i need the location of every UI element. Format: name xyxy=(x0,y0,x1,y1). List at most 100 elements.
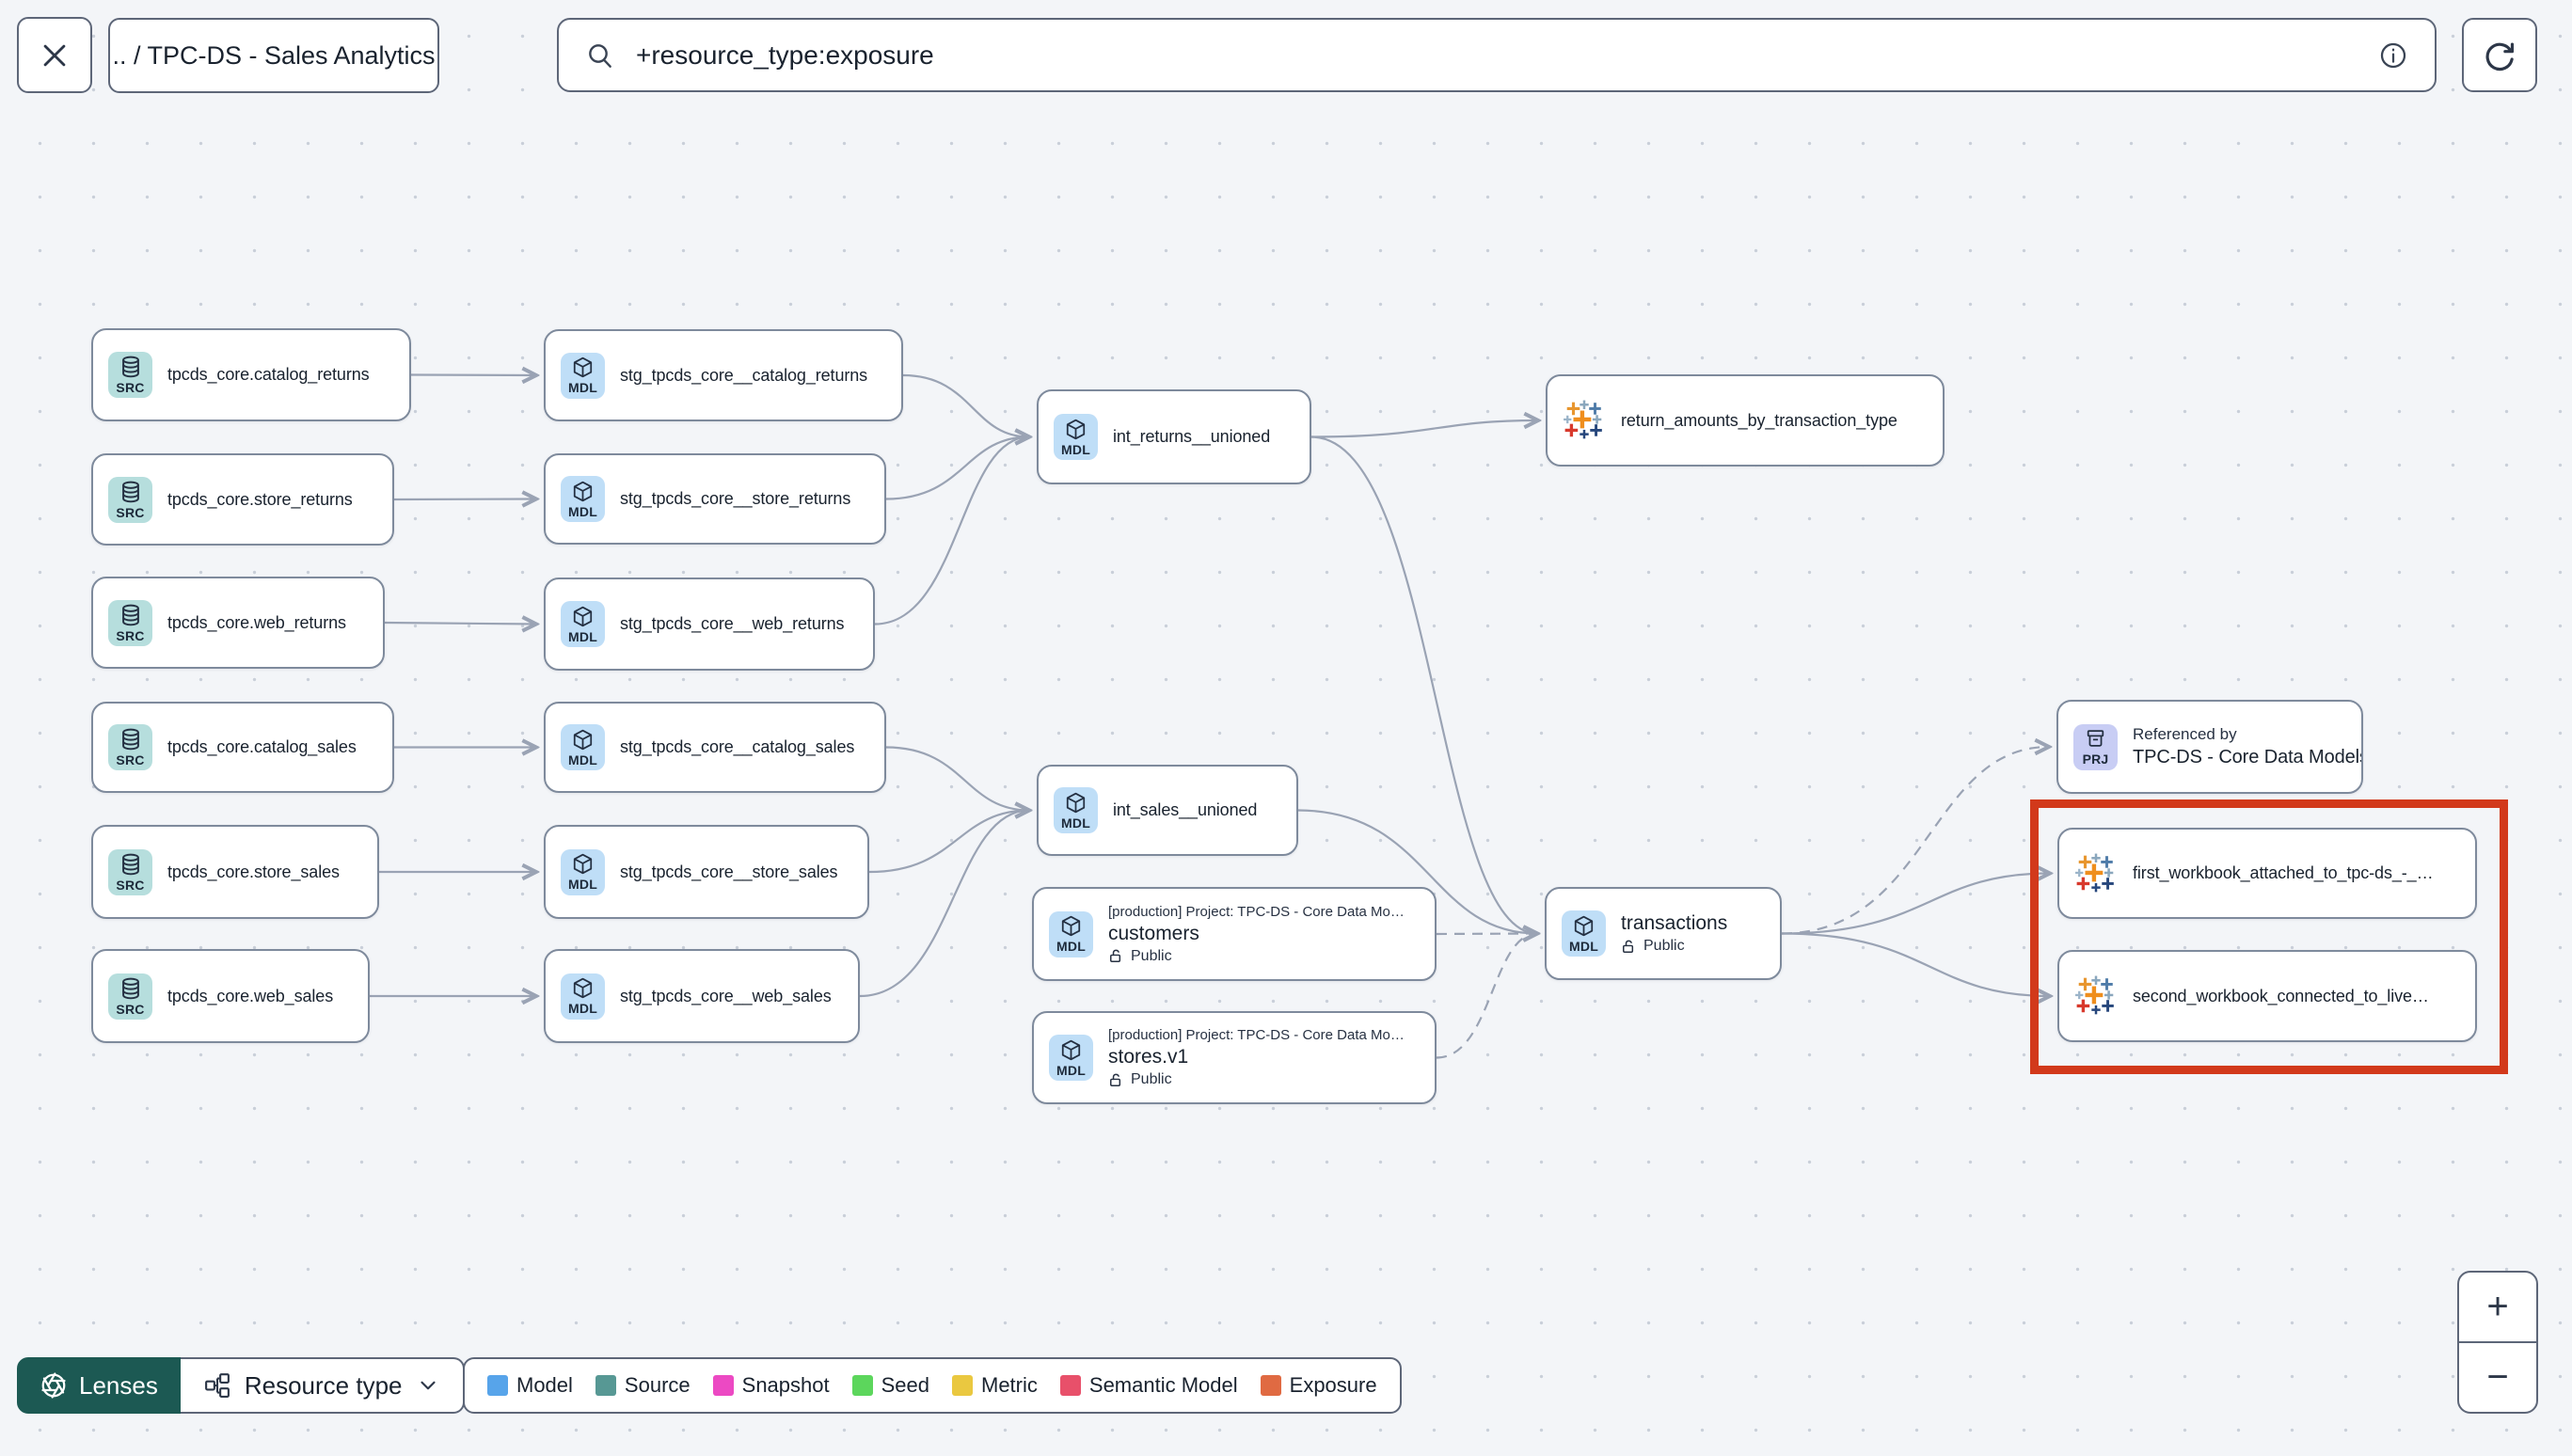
legend-item-metric: Metric xyxy=(952,1373,1038,1398)
source-badge-icon: SRC xyxy=(108,476,152,523)
edge-int_sales-to-transactions xyxy=(1297,809,1537,934)
legend-swatch xyxy=(1059,1375,1081,1396)
node-project-line: [production] Project: TPC-DS - Core Data… xyxy=(1108,903,1405,920)
model-badge-icon: MDL xyxy=(561,848,605,895)
database-icon xyxy=(121,977,139,999)
node-label: stores.v1 xyxy=(1108,1046,1189,1068)
info-icon[interactable] xyxy=(2378,40,2408,71)
resource-type-icon xyxy=(204,1373,230,1398)
close-icon xyxy=(43,44,66,66)
legend-item-snapshot: Snapshot xyxy=(712,1373,830,1398)
model-cube-icon xyxy=(573,606,593,626)
lenses-button[interactable]: Lenses xyxy=(17,1357,181,1414)
model-cube-icon xyxy=(1066,419,1086,439)
node-label: int_returns__unioned xyxy=(1113,427,1271,446)
node-label: tpcds_core.catalog_returns xyxy=(167,365,370,384)
model-cube-icon xyxy=(1574,915,1594,936)
edge-stg_web_returns-to-int_returns xyxy=(874,437,1029,625)
model-badge-icon: MDL xyxy=(1049,1035,1093,1081)
model-badge-icon: MDL xyxy=(1562,910,1606,957)
model-badge-icon: MDL xyxy=(561,601,605,647)
edge-src_catalog_returns-to-stg_catalog_returns xyxy=(410,375,536,376)
node-stg-catalog-sales[interactable]: MDL stg_tpcds_core__catalog_sales xyxy=(544,702,886,793)
model-badge-icon: MDL xyxy=(561,973,605,1020)
public-lock-icon xyxy=(1623,940,1634,953)
chevron-down-icon xyxy=(420,1381,436,1390)
node-src-web-sales[interactable]: SRC tpcds_core.web_sales xyxy=(91,949,370,1043)
search-bar[interactable] xyxy=(557,18,2437,92)
node-stg-web-returns[interactable]: MDL stg_tpcds_core__web_returns xyxy=(544,578,875,671)
node-transactions[interactable]: MDL transactions Public xyxy=(1545,887,1782,980)
legend-item-model: Model xyxy=(487,1373,573,1398)
legend-item-seed: Seed xyxy=(851,1373,929,1398)
search-icon xyxy=(589,43,611,68)
zoom-out-button[interactable]: − xyxy=(2486,1356,2509,1398)
close-button[interactable] xyxy=(17,17,92,93)
node-exp-second[interactable]: second_workbook_connected_to_live… xyxy=(2057,950,2477,1042)
edge-transactions-to-exp_second xyxy=(1781,932,2050,997)
legend-swatch xyxy=(487,1375,508,1396)
legend-swatch xyxy=(851,1375,873,1396)
lenses-label: Lenses xyxy=(79,1370,158,1400)
model-badge-icon: MDL xyxy=(1054,414,1098,460)
node-referenced-by: Referenced by xyxy=(2133,725,2237,743)
node-exp-first[interactable]: first_workbook_attached_to_tpc-ds_-_… xyxy=(2057,828,2477,919)
node-stores[interactable]: MDL [production] Project: TPC-DS - Core … xyxy=(1032,1011,1437,1104)
node-visibility: Public xyxy=(1108,1071,1405,1088)
edge-stg_store_returns-to-int_returns xyxy=(885,437,1029,500)
node-src-store-returns[interactable]: SRC tpcds_core.store_returns xyxy=(91,453,394,546)
edge-src_store_returns-to-stg_store_returns xyxy=(393,499,536,500)
zoom-in-button[interactable]: + xyxy=(2459,1273,2536,1343)
public-lock-icon xyxy=(1110,949,1121,962)
refresh-button[interactable] xyxy=(2462,18,2537,92)
database-icon xyxy=(121,481,139,502)
node-label: stg_tpcds_core__catalog_sales xyxy=(620,737,855,756)
model-cube-icon xyxy=(573,977,593,999)
edge-transactions-to-exp_first xyxy=(1781,874,2050,935)
resource-type-dropdown[interactable]: Resource type xyxy=(180,1357,465,1414)
refresh-icon xyxy=(2485,42,2515,71)
node-stg-store-sales[interactable]: MDL stg_tpcds_core__store_sales xyxy=(544,825,869,919)
node-label: tpcds_core.web_sales xyxy=(167,986,334,1005)
node-label: tpcds_core.store_returns xyxy=(167,489,353,509)
model-badge-icon: MDL xyxy=(1054,787,1098,833)
source-badge-icon: SRC xyxy=(108,724,152,770)
model-cube-icon xyxy=(573,853,593,875)
edge-src_web_returns-to-stg_web_returns xyxy=(384,623,536,625)
breadcrumb[interactable]: .. / TPC-DS - Sales Analytics xyxy=(108,18,439,93)
node-int-returns[interactable]: MDL int_returns__unioned xyxy=(1037,389,1311,484)
model-cube-icon xyxy=(573,729,593,750)
node-label: stg_tpcds_core__store_returns xyxy=(620,489,851,508)
legend-swatch xyxy=(1260,1375,1281,1396)
database-icon xyxy=(121,728,139,751)
node-prj-ref[interactable]: PRJ Referenced by TPC-DS - Core Data Mod… xyxy=(2056,700,2363,794)
source-badge-icon: SRC xyxy=(108,973,152,1020)
node-label: stg_tpcds_core__store_sales xyxy=(620,862,838,881)
node-label: stg_tpcds_core__web_returns xyxy=(620,614,845,633)
database-icon xyxy=(121,853,139,875)
node-customers[interactable]: MDL [production] Project: TPC-DS - Core … xyxy=(1032,887,1437,981)
node-label: tpcds_core.store_sales xyxy=(167,862,340,881)
edge-int_returns-to-transactions xyxy=(1310,435,1537,934)
model-cube-icon xyxy=(573,356,593,378)
node-label: transactions xyxy=(1621,912,1728,934)
project-badge-icon: PRJ xyxy=(2073,723,2118,770)
node-project-line: [production] Project: TPC-DS - Core Data… xyxy=(1108,1027,1405,1043)
model-badge-icon: MDL xyxy=(561,724,605,770)
model-badge-icon: MDL xyxy=(1049,910,1093,957)
node-return-amounts[interactable]: return_amounts_by_transaction_type xyxy=(1546,374,1945,467)
legend-item-semantic-model: Semantic Model xyxy=(1059,1373,1238,1398)
tableau-icon xyxy=(1564,400,1602,439)
search-input[interactable] xyxy=(634,39,2359,71)
legend-swatch xyxy=(952,1375,973,1396)
